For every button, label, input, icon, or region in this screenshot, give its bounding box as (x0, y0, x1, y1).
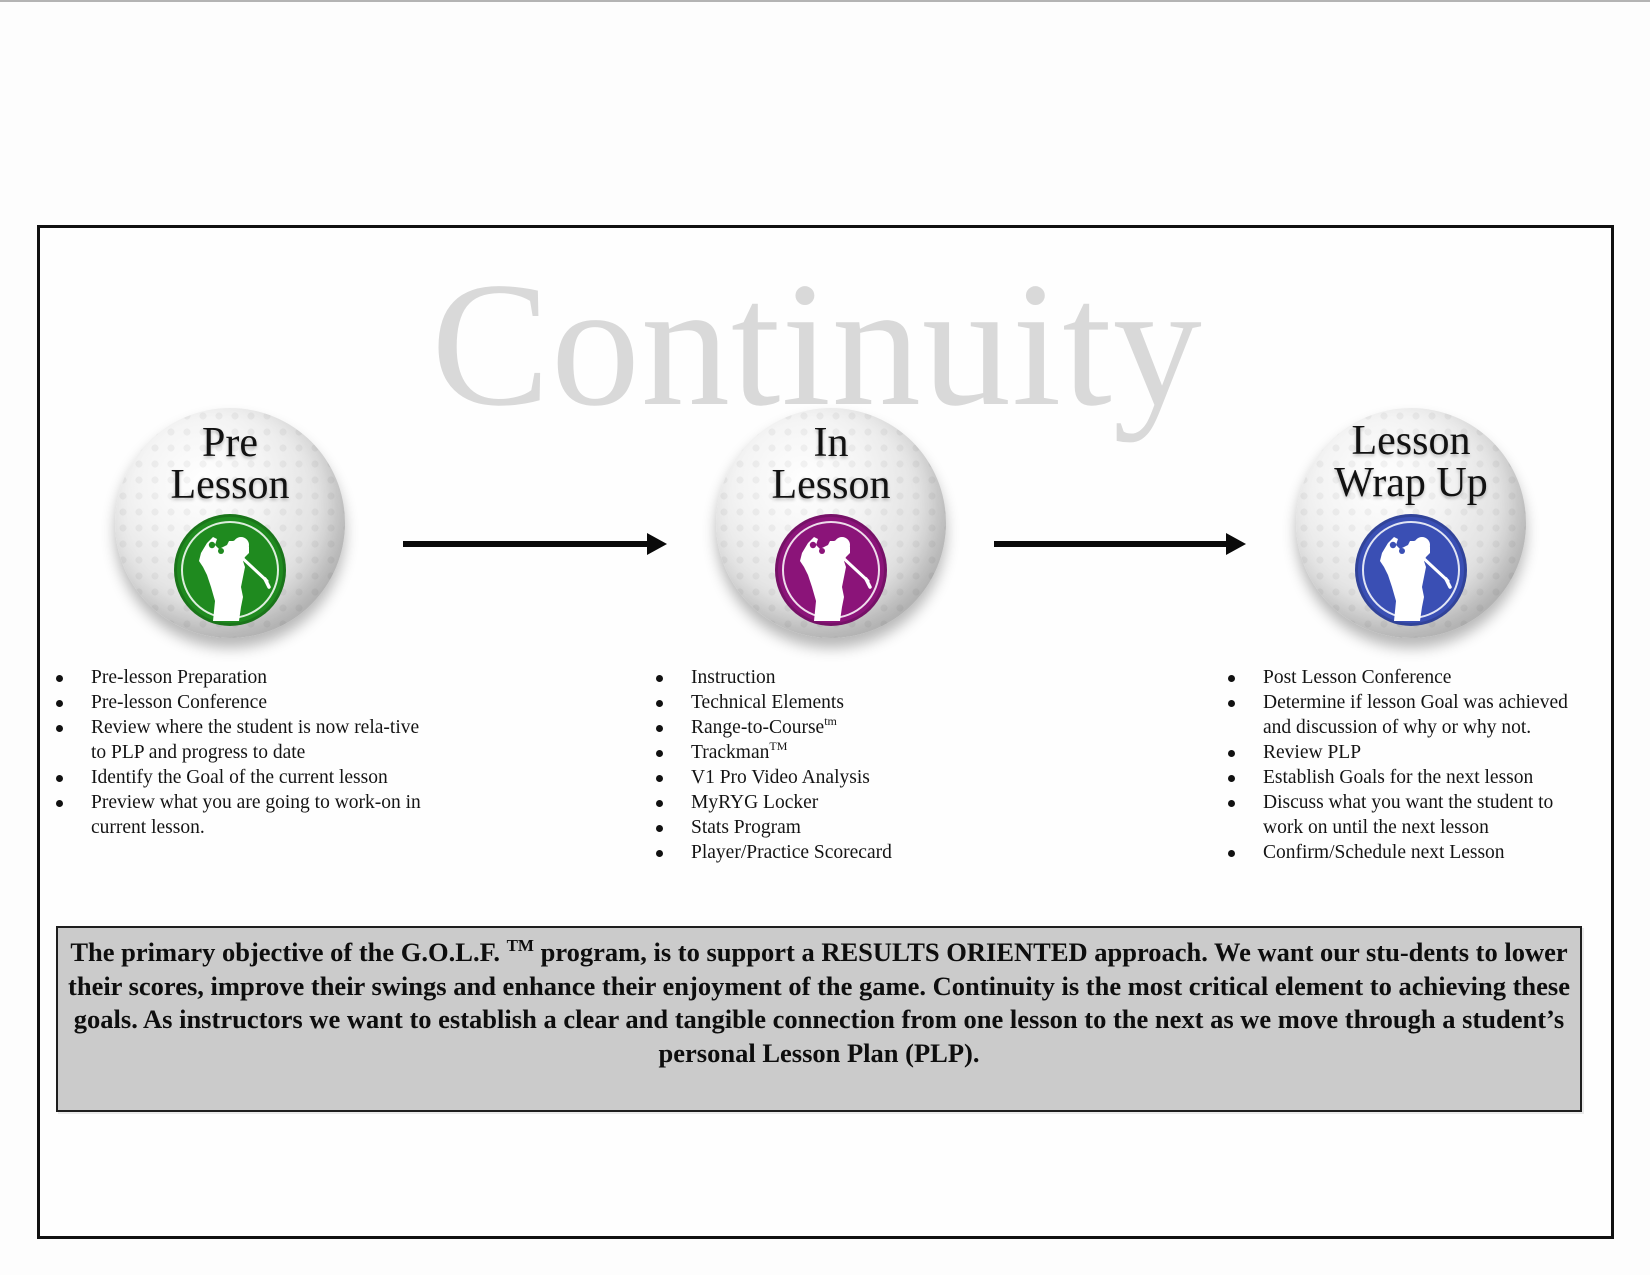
list-item: TrackmanTM (654, 740, 1014, 765)
arrow-right-icon (994, 533, 1246, 555)
in-lesson-label-line2: Lesson (771, 462, 891, 508)
list-item: MyRYG Locker (654, 790, 1014, 815)
in-lesson-label-line1: In (813, 420, 849, 466)
list-item: Post Lesson Conference (1226, 665, 1596, 690)
list-item: Stats Program (654, 815, 1014, 840)
summary-box: The primary objective of the G.O.L.F. TM… (56, 926, 1582, 1112)
list-item: Pre-lesson Preparation (54, 665, 424, 690)
list-item: Review PLP (1226, 740, 1596, 765)
page-top-rule (0, 0, 1650, 2)
list-item: Technical Elements (654, 690, 1014, 715)
in-lesson-list: Instruction Technical Elements Range-to-… (654, 665, 1014, 865)
list-item: Discuss what you want the student to wor… (1226, 790, 1596, 840)
list-item: Preview what you are going to work-on in… (54, 790, 424, 840)
lesson-wrap-up-ball: Lesson Wrap Up (1296, 408, 1526, 638)
arrow-right-icon (403, 533, 667, 555)
list-item: V1 Pro Video Analysis (654, 765, 1014, 790)
wrap-up-list: Post Lesson Conference Determine if less… (1226, 665, 1596, 865)
summary-text-part2: program, is to support a RESULTS ORIENTE… (68, 937, 1570, 1068)
in-lesson-label: In Lesson (716, 422, 946, 506)
golfer-silhouette-icon (775, 514, 887, 626)
pre-lesson-list: Pre-lesson Preparation Pre-lesson Confer… (54, 665, 424, 840)
golfer-silhouette-icon (1355, 514, 1467, 626)
trademark-mark: TM (506, 936, 534, 955)
list-item: Identify the Goal of the current lesson (54, 765, 424, 790)
list-item: Establish Goals for the next lesson (1226, 765, 1596, 790)
wrap-up-label-line2: Wrap Up (1334, 460, 1488, 506)
wrap-up-label-line1: Lesson (1351, 418, 1471, 464)
list-item: Confirm/Schedule next Lesson (1226, 840, 1596, 865)
pre-lesson-label-line2: Lesson (170, 462, 290, 508)
list-item: Pre-lesson Conference (54, 690, 424, 715)
trademark-mark: TM (769, 739, 788, 753)
list-item: Player/Practice Scorecard (654, 840, 1014, 865)
list-item: Review where the student is now rela-tiv… (54, 715, 424, 765)
continuity-title: Continuity (0, 255, 1650, 433)
in-lesson-ball: In Lesson (716, 408, 946, 638)
list-item: Instruction (654, 665, 1014, 690)
list-item: Range-to-Coursetm (654, 715, 1014, 740)
pre-lesson-ball: Pre Lesson (115, 408, 345, 638)
wrap-up-label: Lesson Wrap Up (1296, 420, 1526, 504)
list-item-text: Range-to-Course (691, 717, 825, 738)
golfer-silhouette-icon (174, 514, 286, 626)
trademark-mark: tm (824, 714, 837, 728)
title-text: Continuity (431, 245, 1203, 443)
summary-text-part1: The primary objective of the G.O.L.F. (70, 937, 500, 967)
pre-lesson-label-line1: Pre (202, 420, 258, 466)
list-item-text: Trackman (691, 742, 770, 763)
pre-lesson-label: Pre Lesson (115, 422, 345, 506)
list-item: Determine if lesson Goal was achieved an… (1226, 690, 1596, 740)
